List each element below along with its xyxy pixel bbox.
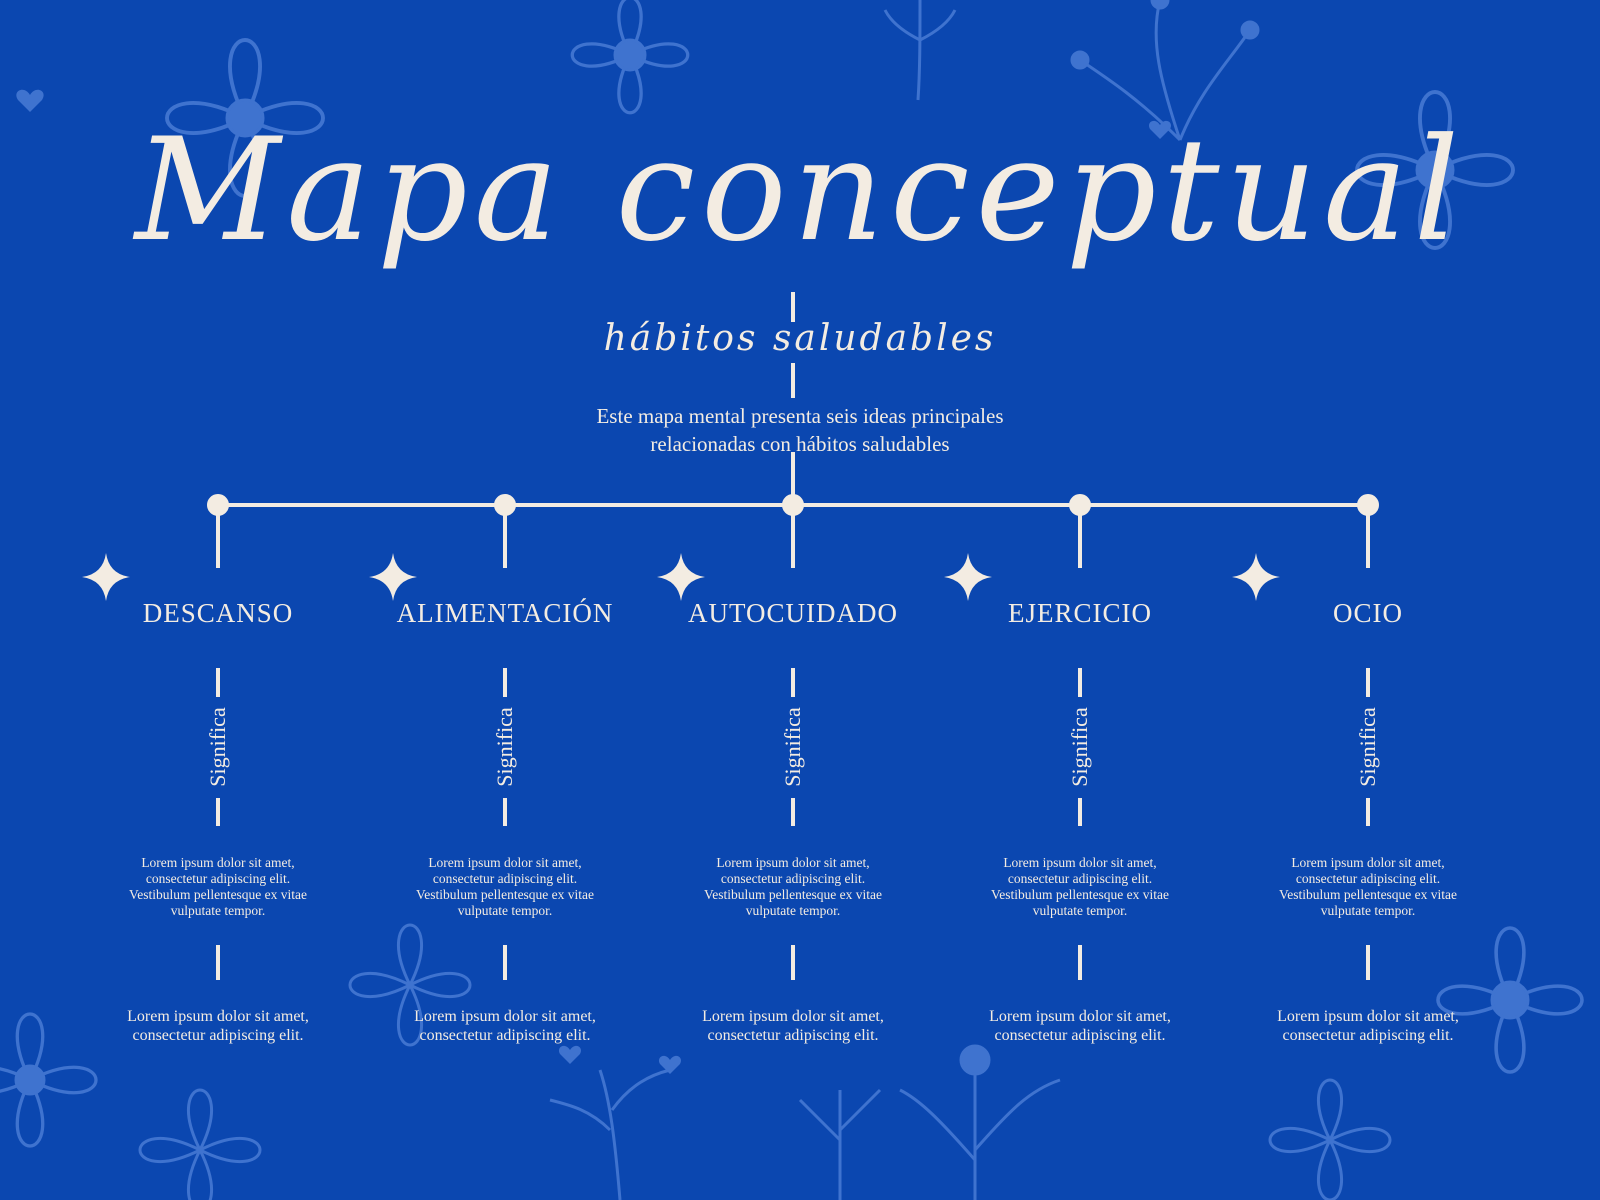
description-line: Lorem ipsum dolor sit amet, — [428, 855, 582, 870]
description-line: consectetur adipiscing elit. — [720, 871, 866, 886]
description-line: vulputate tempor. — [170, 903, 266, 918]
sprig-decoration-icon — [549, 0, 957, 1200]
branch-description: Lorem ipsum dolor sit amet,consectetur a… — [88, 855, 348, 919]
branch-description: Lorem ipsum dolor sit amet,consectetur a… — [1238, 855, 1498, 919]
sparkle-icon — [369, 553, 417, 601]
flower-decoration-icon — [165, 38, 325, 198]
detail-line: Lorem ipsum dolor sit amet, — [414, 1008, 596, 1025]
branch-heading: DESCANSO — [142, 598, 294, 628]
description-line: Vestibulum pellentesque ex vitae — [703, 887, 883, 902]
description-line: vulputate tempor. — [1320, 903, 1416, 918]
branch-detail: Lorem ipsum dolor sit amet, consectetur a… — [1238, 1007, 1498, 1045]
description-line: Vestibulum pellentesque ex vitae — [128, 887, 308, 902]
detail-line: consectetur adipiscing elit. — [707, 1027, 879, 1044]
relation-label: Significa — [205, 707, 230, 787]
description-line: Lorem ipsum dolor sit amet, — [1003, 855, 1157, 870]
detail-line: Lorem ipsum dolor sit amet, — [1277, 1008, 1459, 1025]
detail-line: consectetur adipiscing elit. — [132, 1027, 304, 1044]
branch-heading: ALIMENTACIÓN — [396, 598, 614, 628]
description-line: Lorem ipsum dolor sit amet, — [141, 855, 295, 870]
intro-line: Este mapa mental presenta seis ideas pri… — [596, 404, 1004, 428]
description-line: Lorem ipsum dolor sit amet, — [1291, 855, 1445, 870]
page-subtitle: hábitos saludables — [603, 318, 997, 359]
description-line: consectetur adipiscing elit. — [432, 871, 578, 886]
relation-label: Significa — [492, 707, 517, 787]
relation-label: Significa — [780, 707, 805, 787]
heart-decoration-icon — [16, 89, 1171, 1074]
description-line: vulputate tempor. — [745, 903, 841, 918]
branch-heading: AUTOCUIDADO — [688, 598, 898, 628]
relation-label: Significa — [1067, 707, 1092, 787]
description-line: consectetur adipiscing elit. — [1295, 871, 1441, 886]
flower-decoration-icon — [1355, 90, 1515, 250]
detail-line: consectetur adipiscing elit. — [994, 1027, 1166, 1044]
description-line: vulputate tempor. — [1032, 903, 1128, 918]
branch-detail: Lorem ipsum dolor sit amet, consectetur a… — [375, 1007, 635, 1045]
branch-detail: Lorem ipsum dolor sit amet, consectetur a… — [950, 1007, 1210, 1045]
sparkle-icon — [944, 553, 992, 601]
flower-decoration-icon — [1268, 1078, 1392, 1200]
dandelion-decoration-icon — [899, 1044, 1061, 1200]
flower-decoration-icon — [348, 923, 472, 1047]
branch-heading: EJERCICIO — [1008, 598, 1152, 628]
detail-line: consectetur adipiscing elit. — [419, 1027, 591, 1044]
description-line: vulputate tempor. — [457, 903, 553, 918]
branch-description: Lorem ipsum dolor sit amet,consectetur a… — [950, 855, 1210, 919]
description-line: consectetur adipiscing elit. — [1007, 871, 1153, 886]
detail-line: Lorem ipsum dolor sit amet, — [127, 1008, 309, 1025]
description-line: Vestibulum pellentesque ex vitae — [990, 887, 1170, 902]
flower-decoration-icon — [0, 1012, 98, 1148]
branch-detail: Lorem ipsum dolor sit amet, consectetur a… — [88, 1007, 348, 1045]
flower-decoration-icon — [570, 0, 690, 115]
detail-line: consectetur adipiscing elit. — [1282, 1027, 1454, 1044]
branch-heading: OCIO — [1333, 598, 1403, 628]
sparkle-icon — [657, 553, 705, 601]
detail-line: Lorem ipsum dolor sit amet, — [989, 1008, 1171, 1025]
flower-decoration-icon — [138, 1088, 262, 1200]
branch-description: Lorem ipsum dolor sit amet,consectetur a… — [663, 855, 923, 919]
sparkle-icon — [1232, 553, 1280, 601]
description-line: Lorem ipsum dolor sit amet, — [716, 855, 870, 870]
page-title: Mapa conceptual — [134, 108, 1466, 273]
description-line: consectetur adipiscing elit. — [145, 871, 291, 886]
description-line: Vestibulum pellentesque ex vitae — [415, 887, 595, 902]
flower-decoration-icon — [1436, 926, 1584, 1074]
description-line: Vestibulum pellentesque ex vitae — [1278, 887, 1458, 902]
intro-line: relacionadas con hábitos saludables — [650, 432, 950, 456]
intro-text: Este mapa mental presenta seis ideas pri… — [500, 402, 1100, 458]
branch-detail: Lorem ipsum dolor sit amet, consectetur a… — [663, 1007, 923, 1045]
relation-label: Significa — [1355, 707, 1380, 787]
branch-description: Lorem ipsum dolor sit amet,consectetur a… — [375, 855, 635, 919]
sparkle-icon — [82, 553, 130, 601]
detail-line: Lorem ipsum dolor sit amet, — [702, 1008, 884, 1025]
